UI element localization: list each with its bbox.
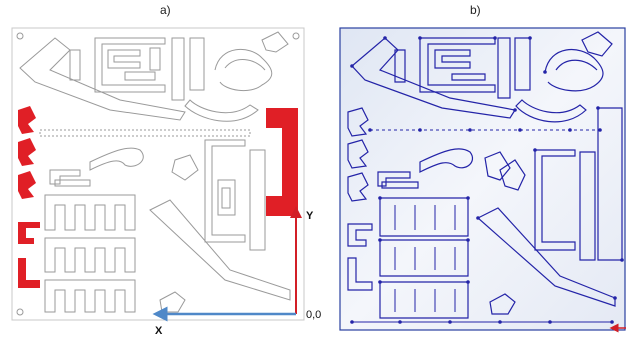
red-part (18, 222, 40, 244)
maze-part (217, 179, 236, 216)
bar-part (249, 149, 266, 251)
toolpath-maze (419, 37, 496, 93)
toolpath-maze (451, 73, 486, 81)
toolpath-comb (379, 239, 469, 277)
red-parts (18, 106, 298, 288)
toolpath-bar (394, 49, 406, 83)
toolpath-chevron (351, 37, 516, 119)
bar-part (171, 37, 185, 101)
toolpath-nodes (350, 36, 624, 324)
maze-part (107, 49, 141, 69)
comb-group-middle (44, 237, 136, 273)
maze-part (221, 187, 231, 209)
s-curve-part (214, 48, 273, 92)
toolpath-maze (534, 149, 576, 251)
toolpath-bar (579, 151, 596, 261)
toolpath-maze (434, 49, 471, 69)
s-curve-part (224, 59, 266, 71)
maze-part (94, 37, 166, 93)
red-part (18, 258, 40, 288)
toolpath-hook (515, 99, 587, 123)
toolpath-comb (379, 197, 469, 237)
origin-label: 0,0 (306, 309, 322, 321)
toolpath-star (499, 159, 526, 191)
toolpath-snake (381, 181, 419, 189)
sheet-outline-a (11, 27, 305, 321)
maze-part (124, 71, 156, 81)
toolpath-s-curve (555, 59, 598, 71)
red-part (18, 171, 36, 199)
snake-part (49, 169, 81, 185)
toolpath-comb (379, 281, 469, 319)
toolpath-small-part (489, 293, 516, 315)
chevron-part (19, 37, 186, 121)
toolpath-bar (497, 37, 511, 99)
panel-b (339, 27, 626, 333)
toolpath-small-part (347, 257, 373, 291)
sheet-outline-b (339, 27, 626, 331)
y-axis-label: Y (306, 210, 314, 222)
bracket-part (261, 31, 289, 53)
toolpath-snake (377, 171, 411, 187)
toolpath-hook (419, 148, 474, 173)
toolpath-small-part (347, 223, 373, 247)
star-part (171, 154, 199, 181)
comb-strip (39, 129, 251, 137)
toolpaths (347, 31, 623, 319)
corner-hole (292, 32, 300, 40)
maze-part (204, 139, 246, 243)
comb-group-lower (44, 279, 136, 313)
red-part-large (266, 108, 298, 216)
panel-b-label: b) (470, 3, 481, 17)
diagonal-strip (149, 199, 291, 301)
panel-a (11, 27, 305, 321)
comb-group-upper (44, 194, 136, 231)
toolpath-arrows (352, 129, 612, 323)
hook-part (184, 99, 259, 122)
toolpath-small-part (347, 139, 369, 169)
panel-a-label: a) (160, 3, 171, 17)
corner-hole (16, 308, 24, 316)
corner-hole (16, 32, 24, 40)
hook-part (89, 147, 144, 171)
toolpath-small-part (347, 107, 369, 137)
small-part (159, 291, 186, 313)
bar-part (69, 49, 81, 81)
bar-part (149, 47, 161, 71)
x-axis-label: X (155, 325, 163, 337)
snake-part (54, 179, 91, 187)
red-part (18, 106, 36, 134)
toolpath-small-part (347, 172, 369, 202)
toolpath-bracket (581, 31, 613, 57)
toolpath-bar (514, 37, 531, 91)
toolpath-star (484, 151, 511, 181)
toolpath-s-curve (544, 48, 604, 92)
red-part (18, 138, 36, 166)
bar-part (189, 37, 205, 91)
